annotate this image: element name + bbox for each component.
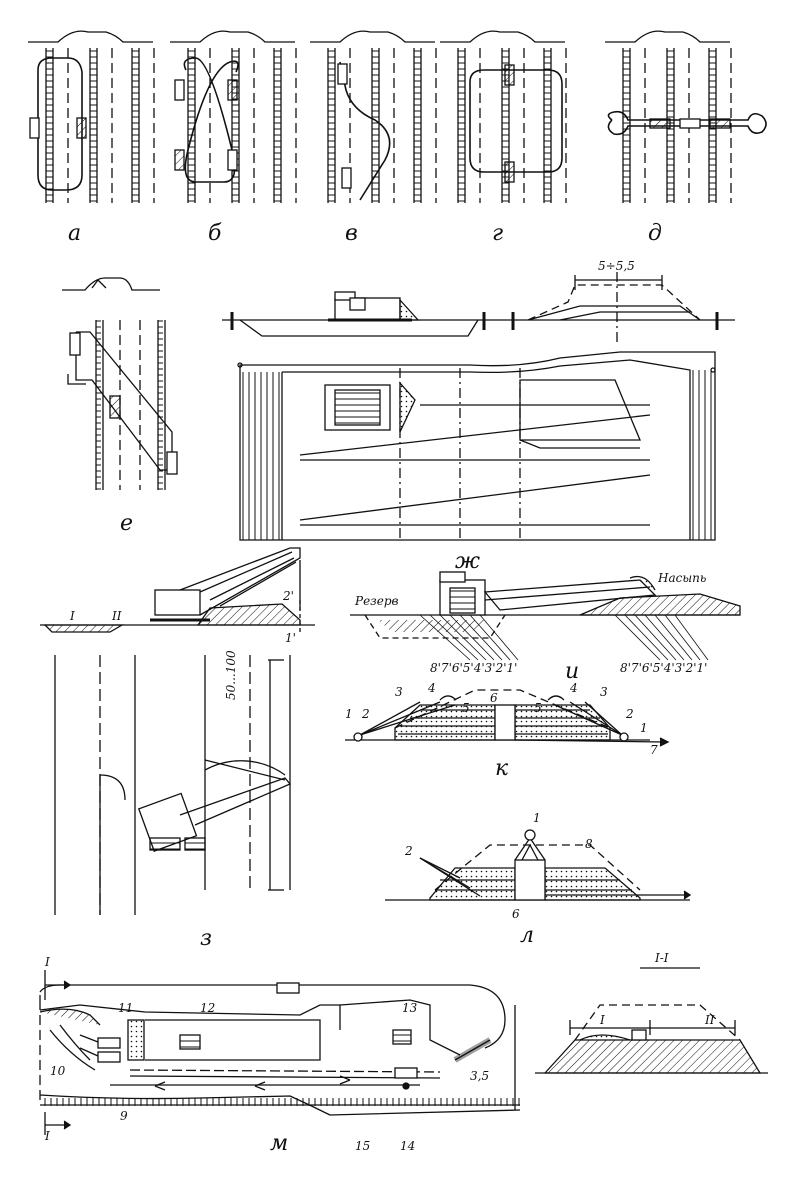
cable-scheme-l [385,829,692,901]
machine-marker [649,118,671,129]
excavator-scheme-i [350,571,741,661]
section-right-mark: II [704,1013,715,1027]
l-labels-item: 6 [512,907,520,921]
m-labels-item: 15 [355,1139,370,1153]
movement-schemes-row [28,30,767,203]
dragline-scheme-z [40,547,315,915]
route-loop-4 [469,69,563,173]
k-labels-item: 2 [361,707,370,721]
z-reach-dimension: 50...100 [224,650,238,700]
m-callout-numbers: 11 12 13 10 9 15 14 3,5 [50,1001,489,1153]
machine-marker [227,149,238,171]
section-title: I-I [654,951,669,965]
route-loop-2 [183,57,239,183]
panel-label-k: к [495,756,509,781]
k-labels-item: 1 [640,721,648,735]
i-steps-left: 8'7'6'5'4'3'2'1' [430,661,517,675]
machine-marker [504,161,515,183]
scheme-5 [605,30,732,203]
k-labels-item: 3 [600,685,608,699]
zh-width-dimension: 5÷5,5 [598,259,635,273]
k-labels-item: 4 [427,681,436,695]
k-labels-item: 6 [490,691,498,705]
panel-label-v: в [345,221,358,246]
scheme-4 [440,30,567,203]
scheme-1 [28,30,155,203]
m-labels-item: 14 [400,1139,415,1153]
route-loop-5 [607,110,767,136]
scheme-3 [310,30,437,203]
panel-label-a: а [68,221,81,246]
panel-label-e: е [120,511,133,536]
z-label-I: I [69,609,75,623]
k-labels-item: 2 [625,707,634,721]
i-label-reserve: Резерв [354,594,399,608]
m-labels-item: 9 [120,1109,128,1123]
i-steps-right: 8'7'6'5'4'3'2'1' [620,661,707,675]
machine-marker [709,118,731,129]
panel-label-i: и [565,659,579,684]
i-label-fill: Насыпь [657,571,706,585]
machine-marker [227,79,238,101]
l-labels-item: 1 [533,811,541,825]
m-labels-item: 11 [118,1001,133,1015]
m-labels-item: 12 [200,1001,215,1015]
panel-label-l: л [520,923,534,948]
z-label-2prime: 2' [282,589,294,603]
diagonal-scheme-e [62,277,178,490]
k-labels-item: 5 [534,701,542,715]
route-loop-1 [37,57,83,191]
panel-label-zh: ж [455,549,480,574]
m-section-mark-bottom: I [44,1129,50,1143]
machine-marker [76,117,87,139]
k-labels-item: 3 [395,685,403,699]
k-labels-item: 1 [345,707,353,721]
m-labels-item: 13 [402,1001,418,1015]
m-labels-item: 3,5 [470,1069,489,1083]
panel-label-d: д [648,221,662,246]
machine-marker [341,167,352,189]
cross-section-i-i [535,967,768,1074]
route-loop-3 [339,61,391,201]
z-label-1prime: 1' [285,631,296,645]
m-labels-item: 10 [50,1064,66,1078]
panel-label-m: м [270,1131,288,1156]
panel-label-g: г [492,221,503,246]
k-labels-item: 7 [650,743,658,757]
k-labels-item: 5 [462,701,470,715]
z-label-II: II [111,609,122,623]
l-labels-item: 8 [585,837,593,851]
machine-marker [337,63,348,85]
machine-marker [174,149,185,171]
panel-label-z: з [200,926,212,951]
l-labels-item: 2 [404,844,413,858]
m-section-mark-top: I [44,955,50,969]
panel-label-b: б [208,221,222,246]
section-left-mark: I [599,1013,605,1027]
bulldozer-scheme-zh [222,272,735,541]
scraper-route-scheme-m [39,970,521,1135]
l-callout-numbers: 1 2 8 6 [404,811,593,921]
machine-marker [174,79,185,101]
k-labels-item: 4 [569,681,578,695]
scraper-scheme-k [345,689,670,747]
machine-marker [504,64,515,86]
machine-marker [29,117,40,139]
machine-marker [679,118,701,129]
